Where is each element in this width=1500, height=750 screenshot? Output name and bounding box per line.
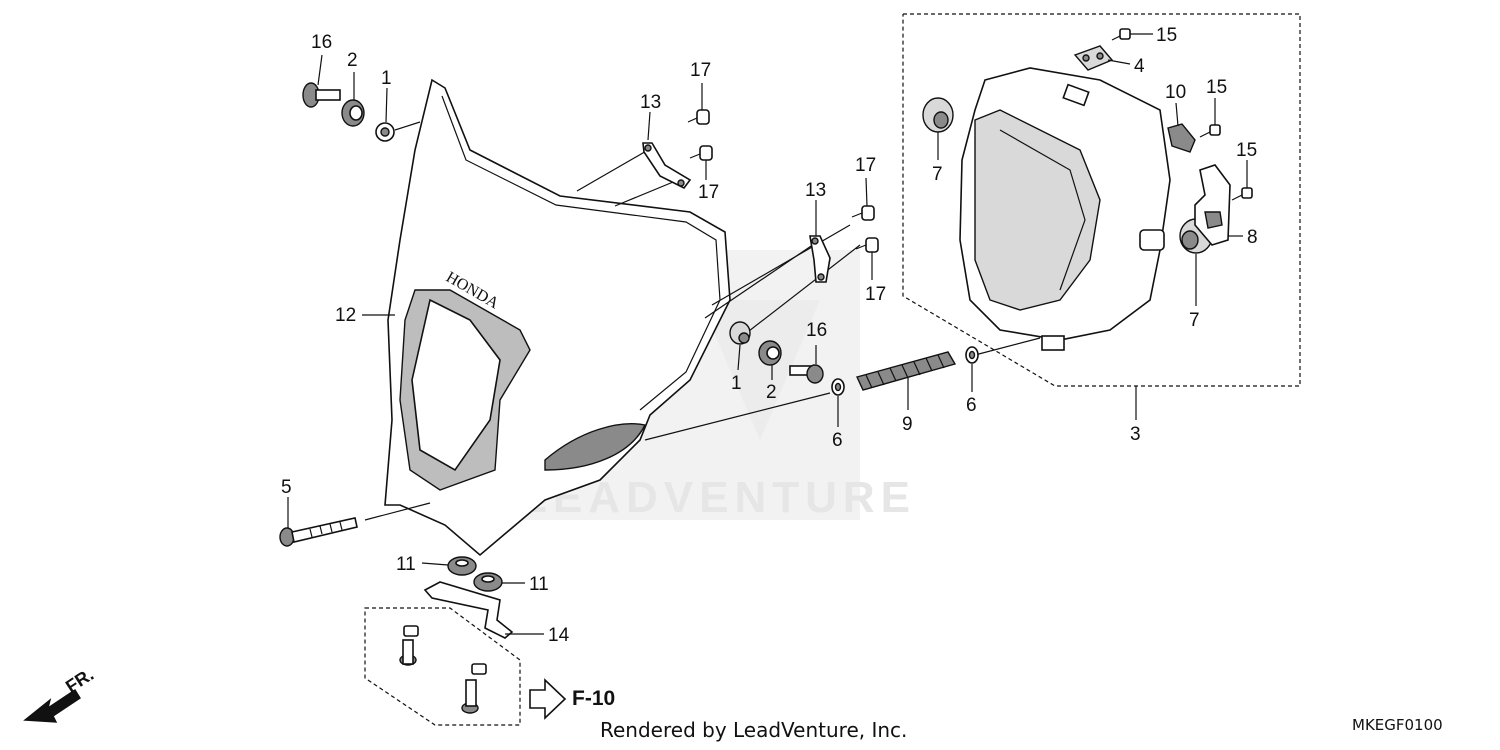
grommet-11-right — [473, 572, 503, 592]
callout-17-c: 17 — [855, 155, 876, 176]
callout-13-right: 13 — [805, 180, 826, 201]
callout-17-d: 17 — [865, 284, 886, 305]
callout-14: 14 — [548, 625, 570, 646]
screw-15-low — [1231, 187, 1253, 201]
bolt-16-top — [302, 82, 341, 108]
reference-arrow — [529, 678, 567, 720]
callout-11-left: 11 — [396, 554, 416, 575]
collar-1-mid — [729, 321, 751, 345]
headlight-unit — [959, 67, 1171, 351]
callout-7-top: 7 — [932, 164, 943, 185]
grommet-11-left — [447, 556, 477, 576]
callout-1-mid: 1 — [731, 373, 742, 394]
callouts: 16 2 1 13 17 17 13 17 17 12 1 2 16 6 9 6… — [281, 25, 1258, 646]
diagram-code: MKEGF0100 — [1352, 716, 1443, 734]
callout-9: 9 — [902, 414, 913, 435]
callout-11-right: 11 — [529, 574, 549, 595]
callout-6-left: 6 — [832, 430, 843, 451]
headlight-cowl: HONDA — [384, 78, 731, 557]
callout-16-top: 16 — [311, 32, 332, 53]
callout-15-mid: 15 — [1206, 77, 1227, 98]
callout-7-bottom: 7 — [1189, 310, 1200, 331]
callout-17-b: 17 — [698, 182, 719, 203]
bolt-5 — [279, 517, 358, 547]
stay-14 — [423, 581, 514, 639]
bracket-8 — [1194, 164, 1231, 246]
callout-13-top: 13 — [640, 92, 661, 113]
screw-15-mid — [1199, 124, 1221, 138]
washer-6-right — [965, 346, 979, 364]
screw-15-top — [1111, 28, 1131, 41]
bracket-13-right — [809, 235, 831, 283]
reference-label[interactable]: F-10 — [572, 687, 616, 710]
callout-4: 4 — [1134, 56, 1145, 77]
spring-9 — [856, 351, 957, 391]
callout-8: 8 — [1247, 227, 1258, 248]
collar-1-top — [375, 122, 395, 142]
grommet-2-top — [341, 99, 365, 127]
callout-1-top: 1 — [381, 68, 392, 89]
callout-15-top: 15 — [1156, 25, 1177, 46]
bracket-13-top — [642, 142, 692, 190]
lower-bolts — [399, 625, 487, 714]
grommet-2-mid — [758, 340, 782, 366]
screw-17-a — [687, 109, 710, 125]
callout-17-a: 17 — [690, 60, 711, 81]
callout-15-low: 15 — [1236, 140, 1257, 161]
callout-16-mid: 16 — [806, 320, 827, 341]
plate-4 — [1073, 45, 1114, 71]
lower-hardware-box — [364, 607, 521, 726]
callout-lines — [287, 33, 1248, 635]
callout-2-mid: 2 — [766, 382, 777, 403]
clamp-10 — [1167, 123, 1196, 153]
cap-7-top — [922, 97, 954, 133]
small-parts — [23, 28, 1253, 723]
callout-3: 3 — [1130, 424, 1141, 445]
callout-12: 12 — [335, 305, 356, 326]
screw-17-b — [689, 145, 713, 161]
callout-2-top: 2 — [347, 50, 358, 71]
washer-6-left — [831, 378, 845, 396]
callout-10: 10 — [1165, 82, 1186, 103]
callout-6-right: 6 — [966, 395, 977, 416]
screw-17-c — [851, 205, 875, 221]
bolt-16-mid — [789, 364, 824, 384]
callout-5: 5 — [281, 477, 292, 498]
front-arrow-icon — [23, 689, 81, 723]
headlight-assembly-box — [902, 13, 1301, 387]
leader-lines — [364, 121, 1041, 521]
render-credit: Rendered by LeadVenture, Inc. — [600, 718, 908, 742]
